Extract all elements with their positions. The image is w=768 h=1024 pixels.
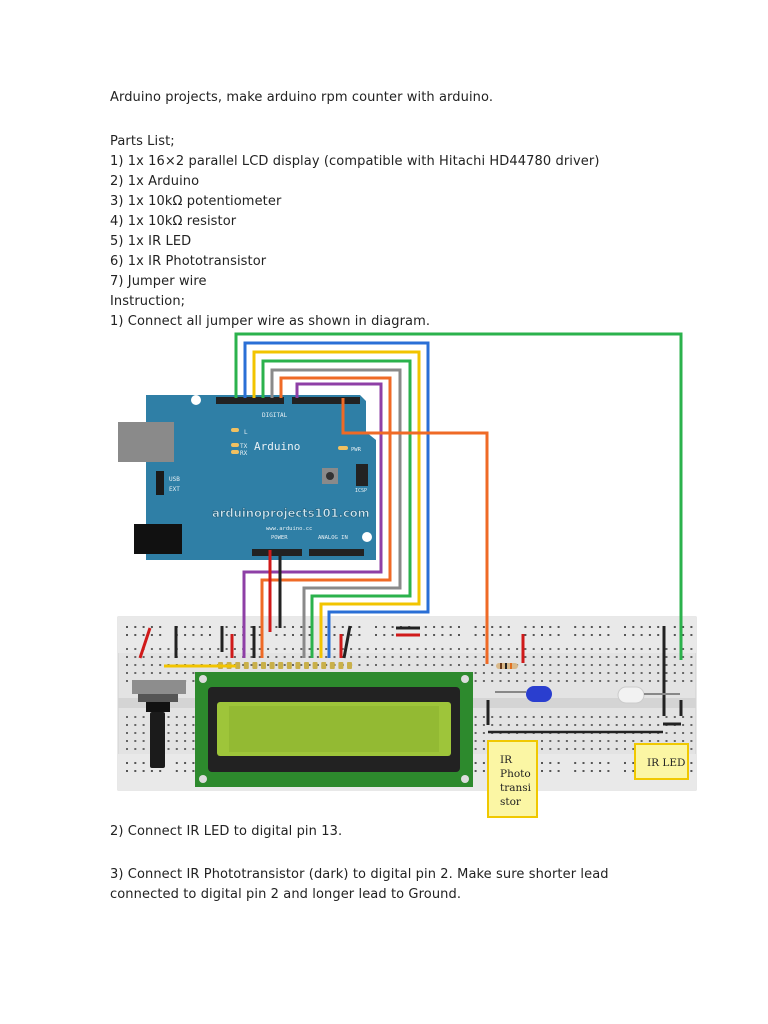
resistor [496, 663, 518, 669]
part-item: 1) 1x 16×2 parallel LCD display (compati… [110, 154, 600, 169]
part-item: 7) Jumper wire [110, 274, 207, 289]
jumper-wires [138, 332, 683, 734]
note-phototransistor: IR Photo transi stor [487, 740, 538, 818]
power-label: POWER [271, 535, 288, 541]
led-rx-label: RX [240, 450, 248, 457]
svg-text:IR LED: IR LED [647, 757, 685, 769]
lcd-pin [304, 662, 309, 669]
jumper-wire [243, 341, 430, 658]
lcd-pin [269, 662, 275, 669]
lcd-pin [243, 662, 249, 669]
jumper-wire [234, 332, 683, 660]
arduino-board: Arduino DIGITAL POWER ANALOG IN www.ardu… [118, 395, 376, 560]
page-title: Arduino projects, make arduino rpm count… [110, 90, 494, 105]
lcd-pin [278, 662, 284, 669]
lcd-pin [261, 662, 266, 669]
svg-text:stor: stor [500, 796, 522, 808]
power-jack [134, 524, 182, 554]
jumper-wire [261, 359, 412, 658]
note-ir-led: IR LED [634, 743, 689, 780]
jumper-wire [138, 627, 152, 659]
jumper-wire [341, 398, 489, 664]
led-pwr-label: PWR [351, 447, 362, 453]
lcd-pin [321, 662, 327, 669]
part-item: 4) 1x 10kΩ resistor [110, 214, 237, 229]
lcd-pin [338, 662, 344, 669]
jumper-wire [242, 382, 383, 658]
lcd-pin [312, 662, 318, 669]
lcd-display [195, 662, 473, 787]
part-item: 3) 1x 10kΩ potentiometer [110, 194, 282, 209]
icsp-header [356, 464, 368, 486]
ext-label: EXT [169, 486, 180, 493]
part-item: 2) 1x Arduino [110, 174, 200, 189]
instruction-step: 1) Connect all jumper wire as shown in d… [110, 314, 431, 329]
lcd-pin [329, 662, 335, 669]
lcd-pin [235, 662, 241, 669]
lcd-pin [286, 662, 292, 669]
icsp-label: ICSP [355, 488, 367, 494]
usb-label: USB [169, 476, 180, 483]
jumper-wire [260, 376, 392, 658]
instruction-step: 2) Connect IR LED to digital pin 13. [110, 824, 343, 839]
usb-port [118, 422, 174, 462]
jumper-wire [270, 368, 402, 658]
svg-text:transi: transi [500, 782, 532, 794]
ir-led [617, 686, 680, 704]
instruction-step: connected to digital pin 2 and longer le… [110, 887, 462, 902]
watermark: arduinoprojects101.com [212, 506, 370, 520]
part-item: 5) 1x IR LED [110, 234, 192, 249]
digital-label: DIGITAL [262, 412, 288, 419]
jumper-wire [252, 350, 421, 658]
part-item: 6) 1x IR Phototransistor [110, 254, 267, 269]
lcd-pin [252, 662, 258, 669]
parts-heading: Parts List; [110, 134, 175, 149]
jumper-wire [342, 625, 352, 659]
lcd-pin [347, 662, 352, 669]
potentiometer [132, 680, 186, 768]
instruction-heading: Instruction; [110, 294, 186, 309]
board-name: Arduino [254, 440, 300, 453]
svg-text:IR: IR [500, 754, 513, 766]
instruction-step: 3) Connect IR Phototransistor (dark) to … [110, 867, 609, 882]
led-tx-label: TX [240, 443, 248, 450]
led-l-label: L [244, 429, 248, 436]
board-url: www.arduino.cc [266, 526, 312, 532]
svg-text:Photo: Photo [500, 768, 531, 780]
ir-phototransistor [495, 686, 552, 702]
lcd-pin [295, 662, 301, 669]
analog-label: ANALOG IN [318, 535, 348, 541]
